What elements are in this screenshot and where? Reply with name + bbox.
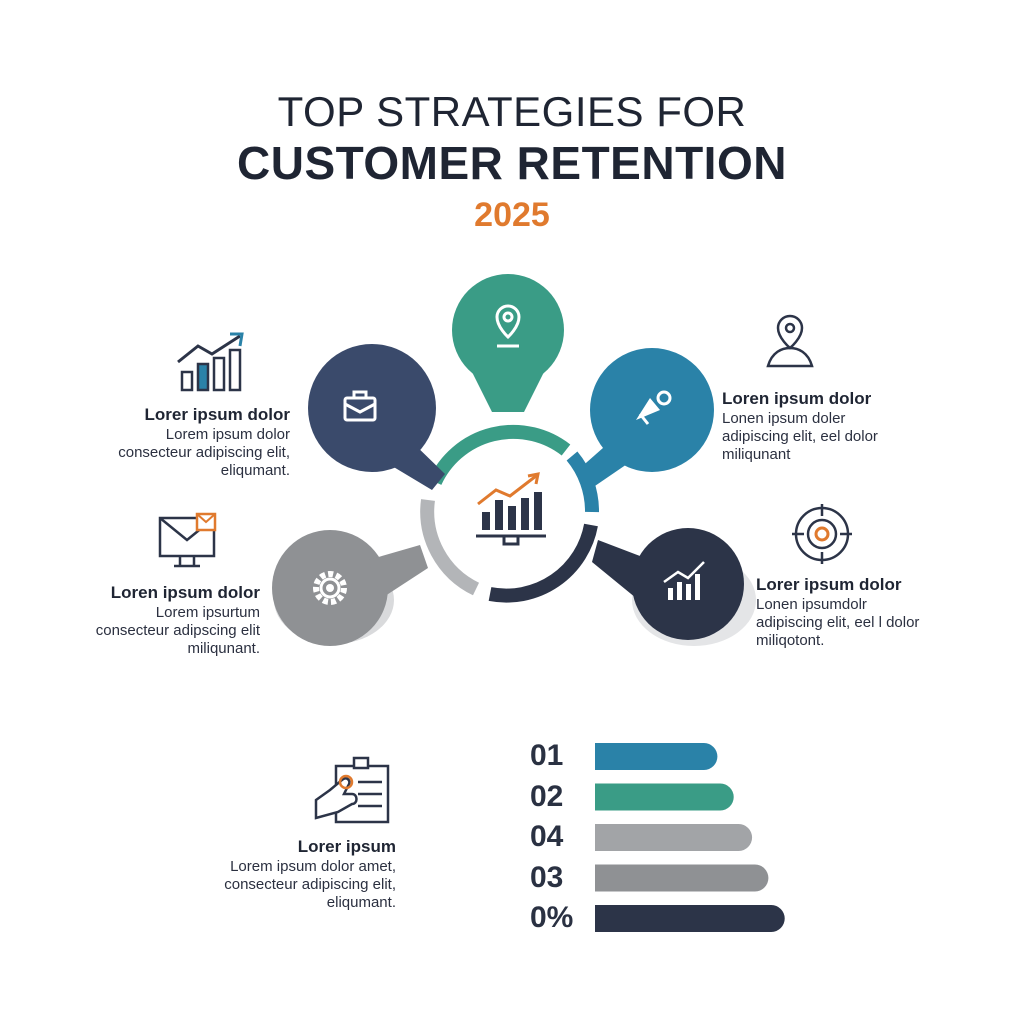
petal-lower-left[interactable] bbox=[272, 530, 428, 646]
megaphone-icon bbox=[636, 390, 672, 425]
bar-1-cap bbox=[595, 743, 622, 770]
bar-label-1: 01 bbox=[530, 739, 564, 772]
block-upper-left-line1: Lorem ipsum dolor bbox=[165, 426, 290, 443]
block-lower-right: Lorer ipsum dolor Lonen ipsumdolr adipis… bbox=[756, 576, 946, 650]
person-pin-icon bbox=[766, 314, 814, 368]
bar-5-cap bbox=[595, 905, 622, 932]
block-lower-right-line3: miliqotont. bbox=[756, 632, 825, 649]
bar-1 bbox=[595, 743, 718, 770]
bar-2 bbox=[595, 783, 734, 811]
bar-5 bbox=[595, 905, 785, 932]
email-monitor-icon bbox=[158, 512, 217, 568]
bar-chart-icon bbox=[663, 561, 705, 600]
ring-segment-blue bbox=[566, 451, 600, 513]
ring-segment-dark bbox=[488, 523, 598, 603]
petal-top[interactable] bbox=[452, 274, 564, 412]
block-upper-left-line2: consecteur adipiscing elit, bbox=[118, 444, 290, 461]
block-upper-right-line3: miliqunant bbox=[722, 446, 791, 463]
center-ring bbox=[420, 424, 600, 603]
block-lower-left-line2: consecteur adipscing elit bbox=[95, 622, 260, 639]
gear-icon bbox=[313, 571, 347, 605]
title-line-2: CUSTOMER RETENTION bbox=[237, 137, 787, 189]
block-lower-right-line1: Lonen ipsumdolr bbox=[756, 596, 867, 613]
bar-label-4: 03 bbox=[530, 860, 564, 894]
ring-segment-teal bbox=[428, 424, 571, 486]
block-lower-left: Loren ipsum dolor Lorem ipsurtum consect… bbox=[60, 584, 260, 658]
block-lower-left-heading: Loren ipsum dolor bbox=[110, 583, 260, 602]
petal-upper-left[interactable] bbox=[308, 344, 445, 490]
ring-segment-gray bbox=[420, 499, 480, 596]
block-lower-right-heading: Lorer ipsum dolor bbox=[756, 575, 902, 594]
block-upper-left: Lorer ipsum dolor Lorem ipsum dolor cons… bbox=[90, 406, 290, 480]
block-upper-right: Loren ipsum dolor Lonen ipsum doler adip… bbox=[722, 390, 912, 464]
bar-3-cap bbox=[595, 824, 622, 851]
block-upper-right-heading: Loren ipsum dolor bbox=[722, 389, 872, 408]
bar-label-3: 04 bbox=[530, 820, 564, 853]
block-upper-left-line3: eliqumant. bbox=[220, 462, 290, 479]
bar-label-2: 02 bbox=[530, 779, 564, 813]
petal-lower-right[interactable] bbox=[592, 528, 756, 646]
block-upper-right-line2: adipiscing elit, eel dolor bbox=[722, 428, 878, 445]
year-label: 2025 bbox=[474, 196, 550, 234]
block-upper-right-line1: Lonen ipsum doler bbox=[722, 410, 846, 427]
block-bottom-left: Lorer ipsum Lorem ipsum dolor amet, cons… bbox=[196, 838, 396, 912]
bar-4 bbox=[595, 864, 769, 892]
block-upper-left-heading: Lorer ipsum dolor bbox=[144, 405, 290, 424]
title-line-1: TOP STRATEGIES FOR bbox=[277, 88, 747, 135]
location-pin-icon bbox=[495, 304, 521, 348]
block-lower-right-line2: adipiscing elit, eel l dolor bbox=[756, 614, 920, 631]
bar-2-cap bbox=[595, 783, 622, 811]
block-bottom-left-heading: Lorer ipsum bbox=[297, 837, 396, 856]
block-lower-left-line1: Lorem ipsurtum bbox=[155, 604, 260, 621]
bar-4-cap bbox=[595, 864, 622, 892]
growth-chart-icon bbox=[177, 332, 244, 392]
block-bottom-left-line3: eliqumant. bbox=[326, 894, 396, 911]
clipboard-hand-icon bbox=[314, 756, 390, 824]
block-lower-left-line3: miliqunant. bbox=[187, 640, 260, 657]
block-bottom-left-line1: Lorem ipsum dolor amet, bbox=[230, 858, 396, 875]
petal-upper-right[interactable] bbox=[578, 348, 714, 488]
bar-label-5: 0% bbox=[530, 901, 574, 934]
bar-chart bbox=[595, 743, 785, 932]
briefcase-icon bbox=[343, 390, 377, 422]
monitor-chart-icon bbox=[476, 472, 546, 546]
block-bottom-left-line2: consecteur adipiscing elit, bbox=[224, 876, 396, 893]
target-icon bbox=[792, 504, 852, 564]
bar-3 bbox=[595, 824, 753, 851]
